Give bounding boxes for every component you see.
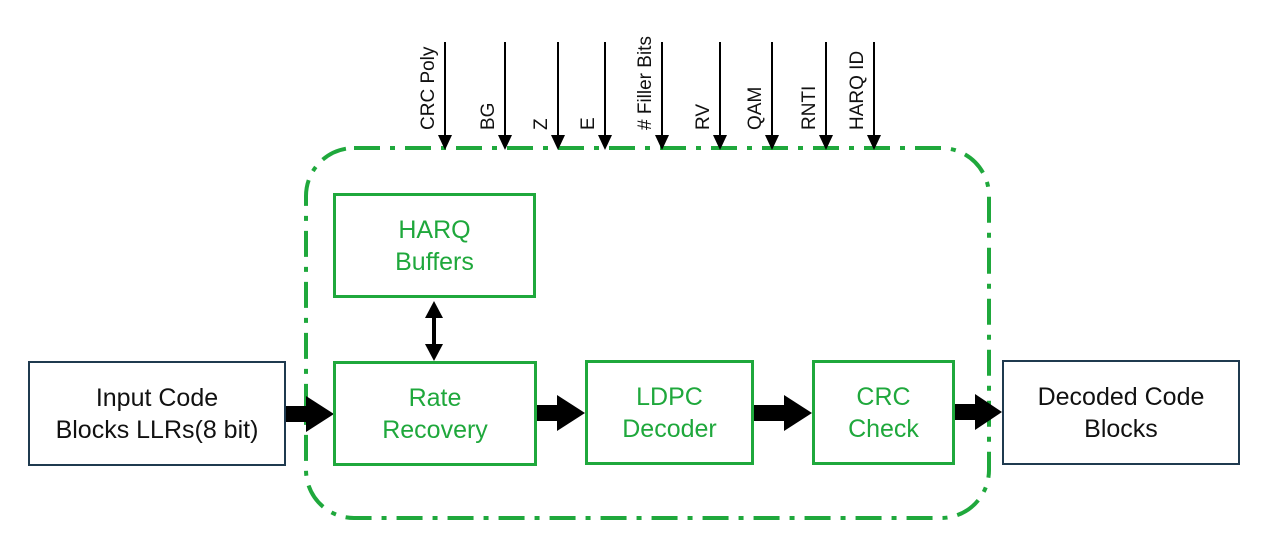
parameter-arrow-head [713,135,727,150]
parameter-arrow-head [598,135,612,150]
parameter-label: # Filler Bits [635,36,656,130]
parameter-arrows [438,42,881,150]
decoded-code-blocks-box: Decoded Code Blocks [1002,360,1240,465]
harq-rate-recovery-bidirectional-arrow [425,301,443,361]
parameter-label: E [578,117,599,130]
input-block-line2: Blocks LLRs(8 bit) [55,415,259,444]
parameter-arrow-head [498,135,512,150]
parameter-label: RV [693,103,714,130]
ldpc-decoder-box: LDPC Decoder [585,360,754,465]
output-block-line1: Decoded Code [1037,382,1205,411]
crc-to-output-arrow [955,394,1002,430]
ldpc-decoder-line1: LDPC [636,382,703,411]
rate-recovery-box: Rate Recovery [333,361,537,466]
parameter-label: CRC Poly [418,46,439,130]
input-to-rate-recovery-arrow [286,396,334,432]
harq-buffers-box: HARQ Buffers [333,193,536,298]
crc-check-line2: Check [848,414,919,443]
parameter-arrow-head [438,135,452,150]
input-block-line1: Input Code [95,383,219,412]
processing-boundary [304,146,991,520]
rate-recovery-to-ldpc-arrow [537,395,585,431]
parameter-label: HARQ ID [847,50,868,130]
parameter-label: RNTI [799,85,820,130]
crc-check-line1: CRC [856,382,911,411]
ldpc-to-crc-arrow [754,395,812,431]
parameter-label: BG [478,102,499,130]
input-code-blocks-box: Input Code Blocks LLRs(8 bit) [28,361,286,466]
rate-recovery-line1: Rate [408,383,462,412]
crc-check-box: CRC Check [812,360,955,465]
harq-buffers-line2: Buffers [395,247,474,276]
parameter-arrow-head [655,135,669,150]
rate-recovery-line2: Recovery [382,415,488,444]
parameter-label: Z [531,118,552,130]
parameter-arrow-head [551,135,565,150]
output-block-line2: Blocks [1084,414,1158,443]
parameter-arrow-head [867,135,881,150]
parameter-arrow-head [819,135,833,150]
harq-buffers-line1: HARQ [398,215,471,244]
parameter-arrow-head [765,135,779,150]
parameter-label: QAM [745,86,766,130]
ldpc-decoder-line2: Decoder [622,414,717,443]
